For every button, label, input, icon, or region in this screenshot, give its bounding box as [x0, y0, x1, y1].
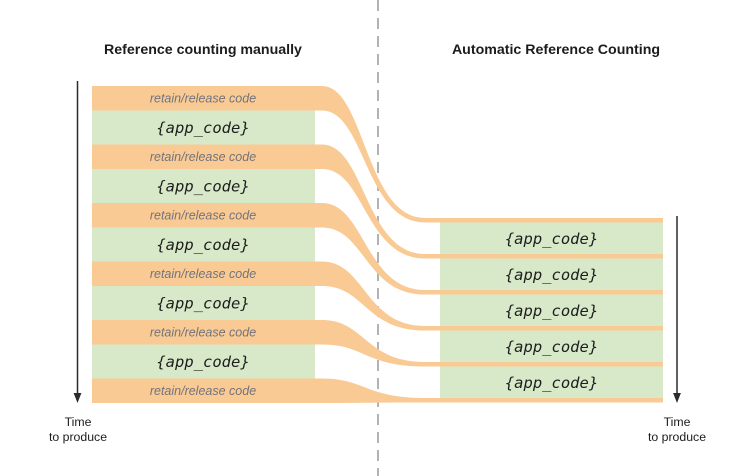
- retain-release-flow-band-5: [92, 320, 663, 367]
- right-time-label-line2: to produce: [648, 430, 706, 444]
- left-app-code-block-1: [92, 110, 315, 145]
- retain-release-label-6: retain/release code: [150, 384, 256, 398]
- left-app-code-label-1: {app_code}: [156, 119, 249, 137]
- left-app-code-label-4: {app_code}: [156, 295, 249, 313]
- left-app-code-block-3: [92, 227, 315, 262]
- retain-release-label-3: retain/release code: [150, 209, 256, 223]
- right-app-code-label-3: {app_code}: [505, 302, 598, 320]
- left-app-code-block-4: [92, 286, 315, 320]
- retain-release-label-5: retain/release code: [150, 326, 256, 340]
- left-app-code-label-2: {app_code}: [156, 178, 249, 196]
- right-app-code-block-3: [440, 294, 663, 326]
- left-time-axis-arrowhead-icon: [73, 393, 82, 403]
- retain-release-flow-band-1: [92, 86, 663, 223]
- right-app-code-label-4: {app_code}: [505, 338, 598, 356]
- left-app-code-block-2: [92, 169, 315, 203]
- retain-release-label-4: retain/release code: [150, 267, 256, 281]
- right-app-code-block-1: [440, 222, 663, 254]
- retain-release-flow-band-6: [92, 378, 663, 403]
- left-column-title: Reference counting manually: [104, 42, 302, 58]
- right-app-code-label-1: {app_code}: [505, 230, 598, 248]
- left-app-code-label-5: {app_code}: [156, 353, 249, 371]
- retain-release-flow-band-2: [92, 144, 663, 259]
- left-time-label-line1: Time: [65, 415, 92, 429]
- left-time-label-line2: to produce: [49, 430, 107, 444]
- retain-release-label-1: retain/release code: [150, 92, 256, 106]
- right-app-code-label-5: {app_code}: [505, 374, 598, 392]
- retain-release-label-2: retain/release code: [150, 150, 256, 164]
- left-app-code-block-5: [92, 344, 315, 379]
- right-time-label-line1: Time: [664, 415, 691, 429]
- left-app-code-label-3: {app_code}: [156, 236, 249, 254]
- retain-release-flow-band-4: [92, 261, 663, 331]
- right-app-code-block-4: [440, 330, 663, 362]
- right-app-code-block-2: [440, 258, 663, 290]
- right-app-code-block-5: [440, 366, 663, 398]
- right-app-code-label-2: {app_code}: [505, 266, 598, 284]
- right-time-axis-arrowhead-icon: [673, 393, 681, 403]
- retain-release-flow-band-3: [92, 203, 663, 295]
- right-column-title: Automatic Reference Counting: [452, 42, 660, 58]
